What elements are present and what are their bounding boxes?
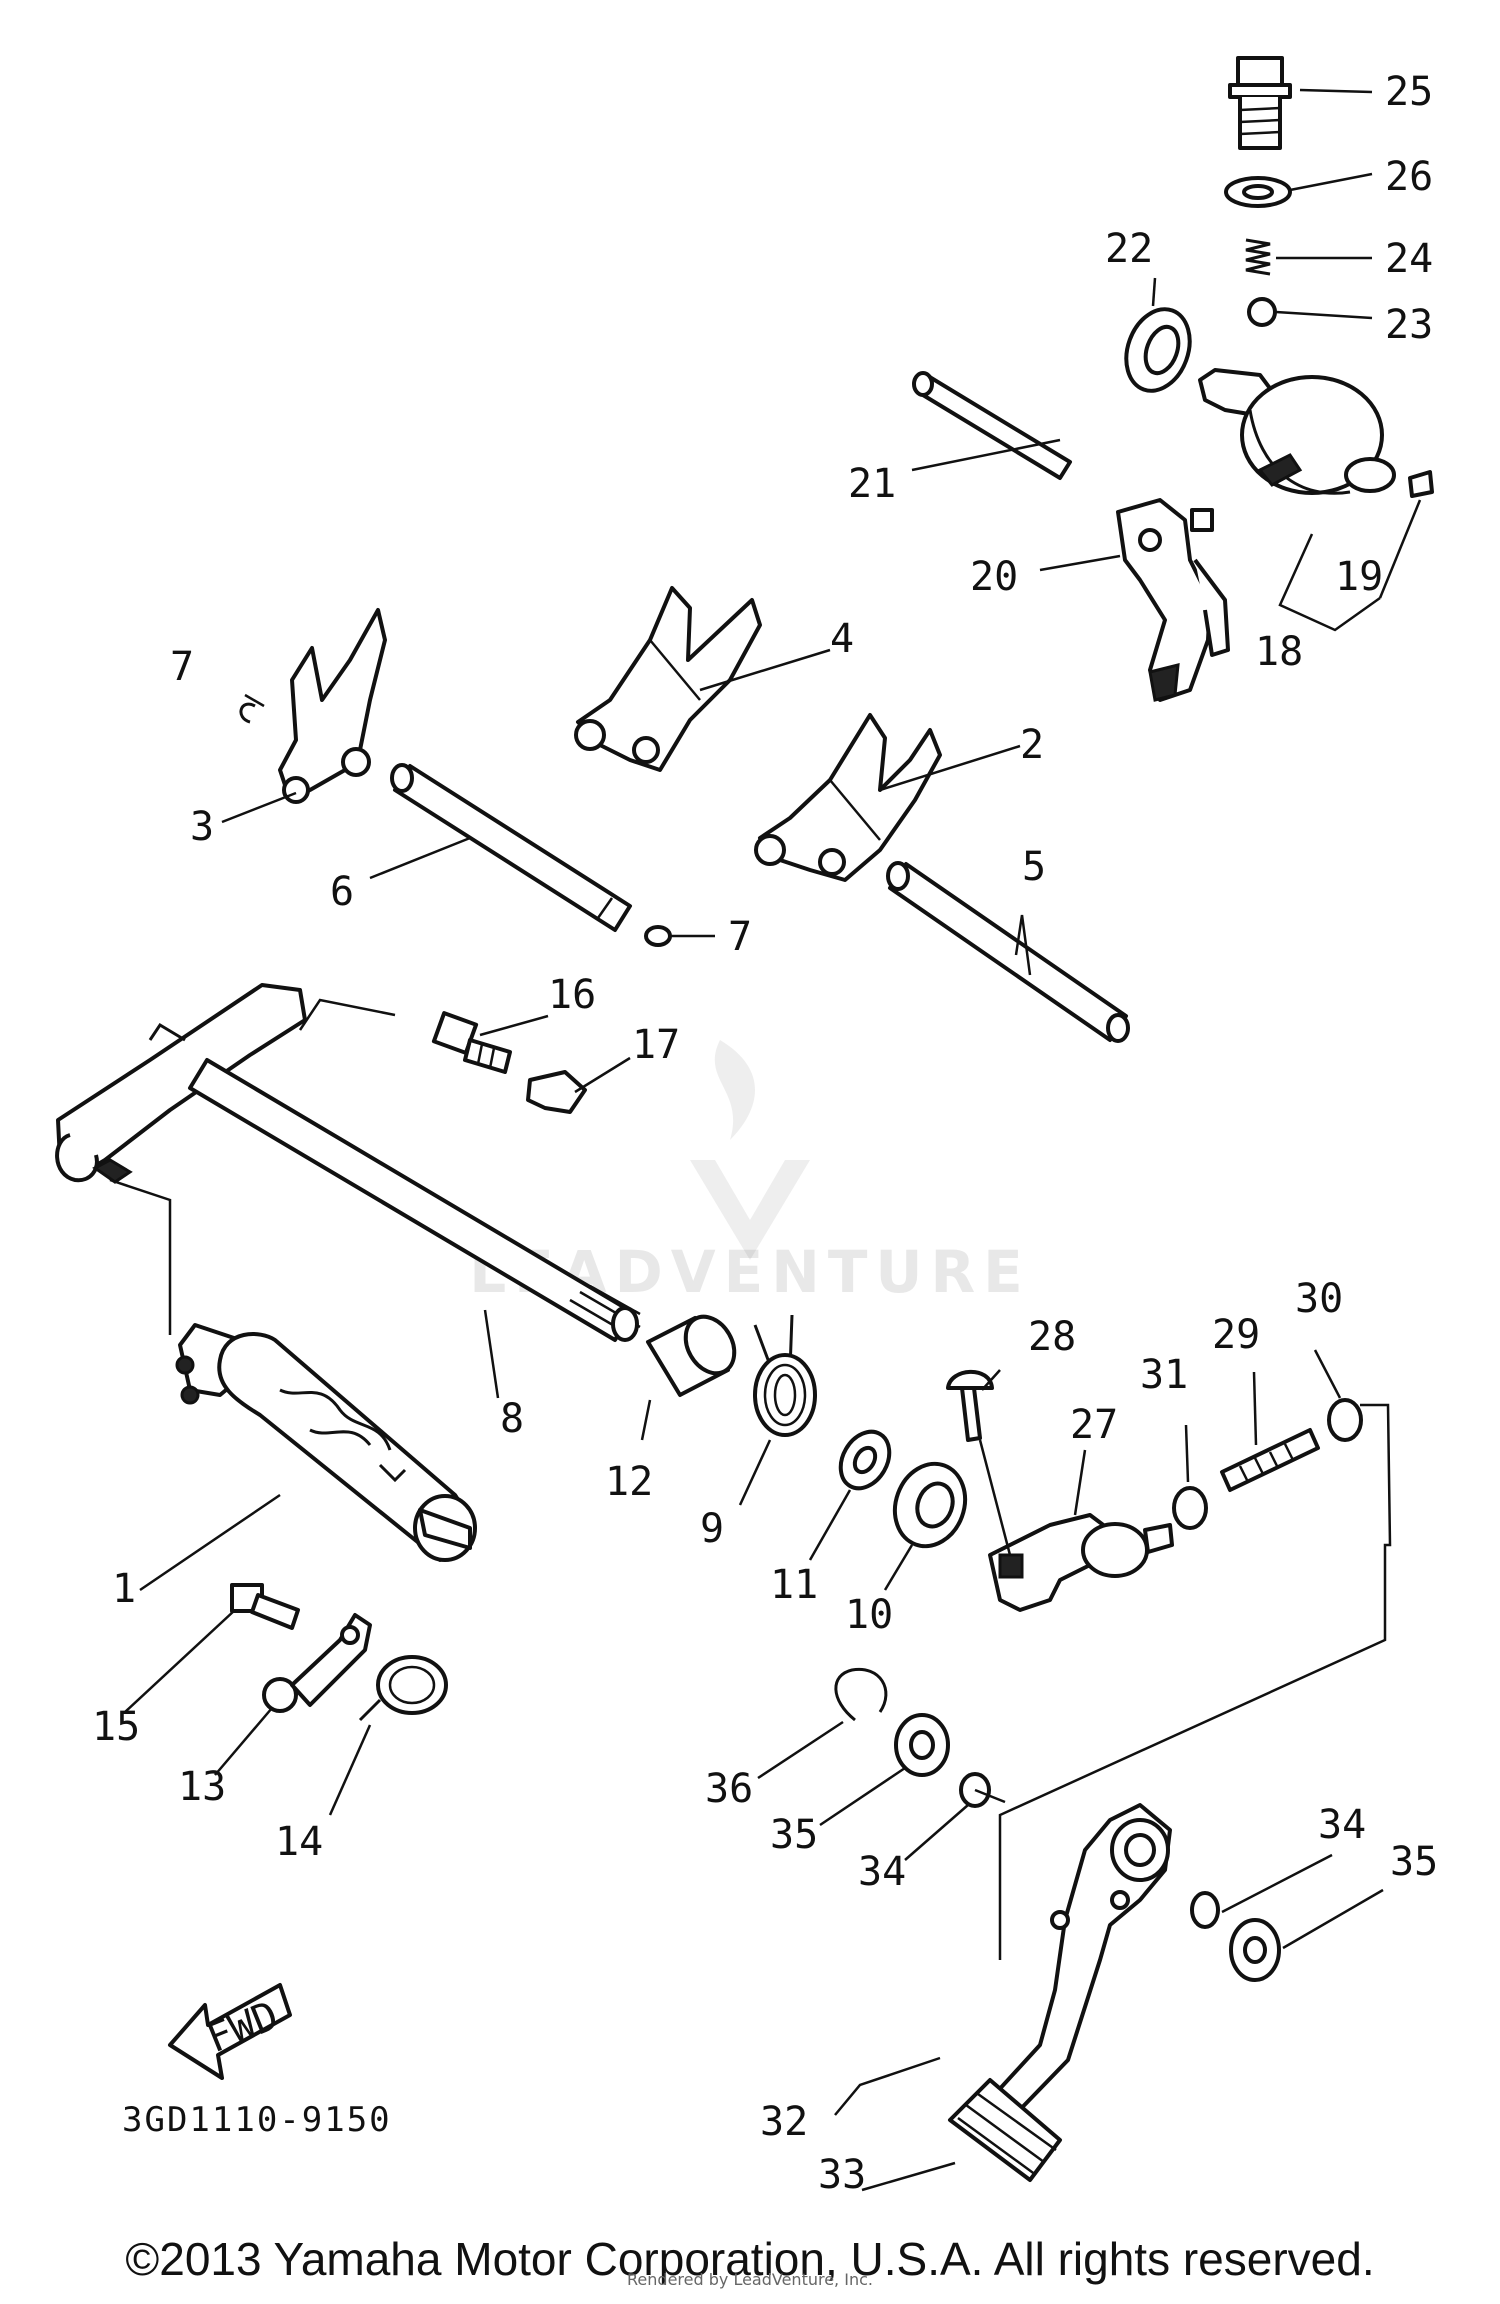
part-5-rod xyxy=(886,861,1130,1043)
part-17-plate xyxy=(526,1070,587,1114)
part-3-fork xyxy=(278,608,387,804)
part-28-screw xyxy=(946,1369,994,1442)
leader-lines xyxy=(109,88,1422,2192)
label-34-left: 34 xyxy=(858,1849,906,1895)
label-26: 26 xyxy=(1385,154,1433,200)
label-23: 23 xyxy=(1385,302,1433,348)
label-3: 3 xyxy=(190,804,214,850)
label-7-lower: 7 xyxy=(728,914,752,960)
label-12: 12 xyxy=(605,1459,653,1505)
label-24: 24 xyxy=(1385,236,1433,282)
part-20-fork xyxy=(1116,498,1230,702)
label-18: 18 xyxy=(1255,629,1303,675)
label-7-upper: 7 xyxy=(170,644,194,690)
part-33-pedal-rubber xyxy=(948,2078,1062,2182)
label-35-right: 35 xyxy=(1390,1839,1438,1885)
label-19: 19 xyxy=(1335,554,1383,600)
part-1-shift-drum xyxy=(175,1323,477,1562)
part-22-seal xyxy=(1124,307,1192,393)
part-9-spring xyxy=(753,1314,817,1437)
rendered-by-text: Rendered by LeadVenture, Inc. xyxy=(627,2270,873,2289)
part-24-spring xyxy=(1245,238,1271,276)
part-4-fork xyxy=(574,586,762,772)
part-19-pin xyxy=(1408,470,1434,498)
part-34-oring-right xyxy=(1190,1891,1220,1929)
part-8-shift-shaft xyxy=(55,983,641,1342)
part-18-cam-segment xyxy=(1198,368,1396,495)
label-4: 4 xyxy=(830,616,854,662)
label-29: 29 xyxy=(1212,1312,1260,1358)
part-25-bolt xyxy=(1228,56,1292,150)
part-23-ball xyxy=(1247,297,1277,327)
label-14: 14 xyxy=(275,1819,323,1865)
part-13-stopper-lever xyxy=(262,1613,372,1713)
label-2: 2 xyxy=(1020,722,1044,768)
part-7-circlip-lower xyxy=(644,925,672,947)
label-27: 27 xyxy=(1070,1402,1118,1448)
part-29-rod xyxy=(1220,1428,1320,1492)
label-30: 30 xyxy=(1295,1276,1343,1322)
label-21: 21 xyxy=(848,461,896,507)
label-8: 8 xyxy=(500,1396,524,1442)
label-34-right: 34 xyxy=(1318,1802,1366,1848)
part-10-bearing xyxy=(892,1461,968,1549)
label-22: 22 xyxy=(1105,226,1153,272)
label-15: 15 xyxy=(92,1704,140,1750)
part-2-fork xyxy=(754,713,942,882)
part-21-rod xyxy=(912,371,1072,480)
part-11-washer xyxy=(838,1429,892,1491)
label-35-left: 35 xyxy=(770,1812,818,1858)
part-30-nut xyxy=(1327,1398,1363,1442)
part-27-lever xyxy=(988,1513,1174,1612)
label-6: 6 xyxy=(330,869,354,915)
label-10: 10 xyxy=(845,1592,893,1638)
label-17: 17 xyxy=(632,1022,680,1068)
part-12-collar xyxy=(646,1314,737,1397)
callout-labels: 25 26 24 23 22 19 18 21 20 4 2 7 3 6 7 5… xyxy=(92,69,1438,2198)
label-31: 31 xyxy=(1140,1352,1188,1398)
part-7-circlip-upper xyxy=(239,702,256,724)
label-32: 32 xyxy=(760,2099,808,2145)
part-14-spring xyxy=(358,1655,448,1722)
label-36: 36 xyxy=(705,1766,753,1812)
label-5: 5 xyxy=(1022,844,1046,890)
label-20: 20 xyxy=(970,554,1018,600)
fwd-arrow-icon: FWD xyxy=(168,1983,292,2080)
part-35-washer-left xyxy=(894,1713,950,1777)
part-15-bolt xyxy=(230,1583,300,1630)
watermark-logo xyxy=(690,1040,810,1260)
part-26-washer xyxy=(1224,176,1292,208)
label-33: 33 xyxy=(818,2152,866,2198)
label-13: 13 xyxy=(178,1764,226,1810)
copyright-text: ©2013 Yamaha Motor Corporation, U.S.A. A… xyxy=(125,2233,1375,2285)
part-35-washer-right xyxy=(1229,1918,1281,1982)
label-25: 25 xyxy=(1385,69,1433,115)
label-9: 9 xyxy=(700,1506,724,1552)
label-1: 1 xyxy=(112,1566,136,1612)
part-36-circlip xyxy=(834,1667,888,1722)
label-11: 11 xyxy=(770,1562,818,1608)
part-16-bolt xyxy=(431,1011,512,1074)
label-28: 28 xyxy=(1028,1314,1076,1360)
part-6-rod xyxy=(390,763,632,932)
part-31-nut xyxy=(1172,1486,1208,1530)
part-32-shift-pedal xyxy=(983,1803,1172,2122)
label-16: 16 xyxy=(548,972,596,1018)
diagram-code: 3GD1110-9150 xyxy=(122,2100,392,2140)
